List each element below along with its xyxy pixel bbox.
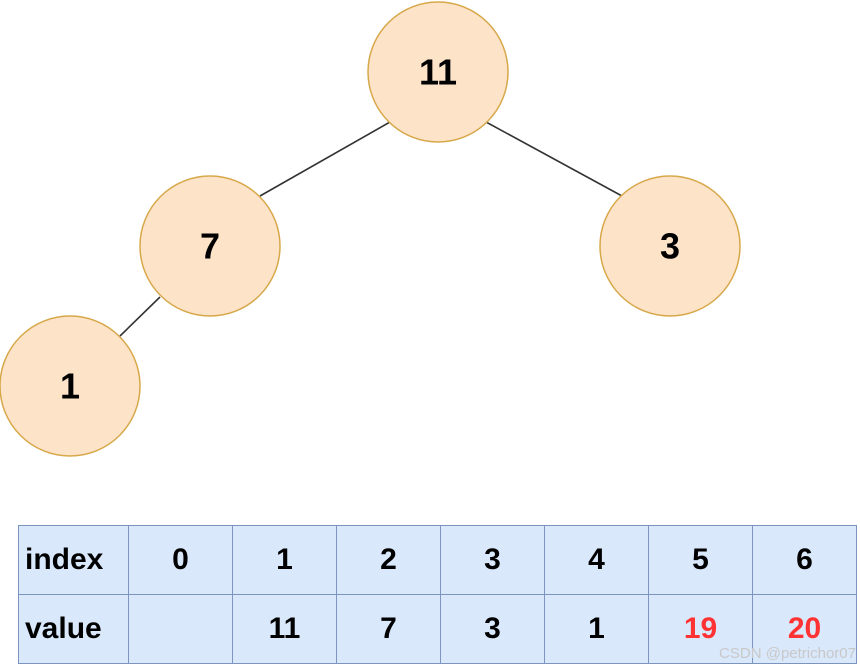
value-cell: 1: [544, 594, 649, 664]
index-cell: 2: [336, 525, 441, 595]
binary-tree: 11 7 3 1: [0, 1, 741, 457]
index-cell: 4: [544, 525, 649, 595]
value-cell: 3: [440, 594, 545, 664]
tree-node-label: 3: [660, 226, 680, 267]
tree-node-3: 3: [599, 175, 741, 317]
value-cell: [128, 594, 233, 664]
value-row: value 11 7 3 1 19 20: [18, 594, 857, 664]
value-cell-highlighted: 19: [648, 594, 753, 664]
tree-node-label: 11: [419, 52, 457, 93]
watermark: CSDN @petrichor07: [719, 645, 856, 662]
edge-11-7: [259, 121, 391, 197]
value-cell: 7: [336, 594, 441, 664]
tree-node-7: 7: [139, 175, 281, 317]
tree-node-label: 1: [60, 366, 80, 407]
array-table: index 0 1 2 3 4 5 6 value 11 7 3 1 19 20: [18, 525, 857, 664]
index-header: index: [18, 525, 129, 595]
index-cell: 5: [648, 525, 753, 595]
value-header: value: [18, 594, 129, 664]
index-cell: 6: [752, 525, 857, 595]
edge-11-3: [485, 121, 623, 197]
index-cell: 0: [128, 525, 233, 595]
edge-7-1: [119, 296, 161, 337]
tree-node-11: 11: [367, 1, 509, 143]
value-cell-highlighted: 20: [752, 594, 857, 664]
index-cell: 3: [440, 525, 545, 595]
tree-node-1: 1: [0, 315, 141, 457]
value-cell: 11: [232, 594, 337, 664]
tree-node-label: 7: [200, 226, 220, 267]
index-row: index 0 1 2 3 4 5 6: [18, 525, 857, 595]
index-cell: 1: [232, 525, 337, 595]
